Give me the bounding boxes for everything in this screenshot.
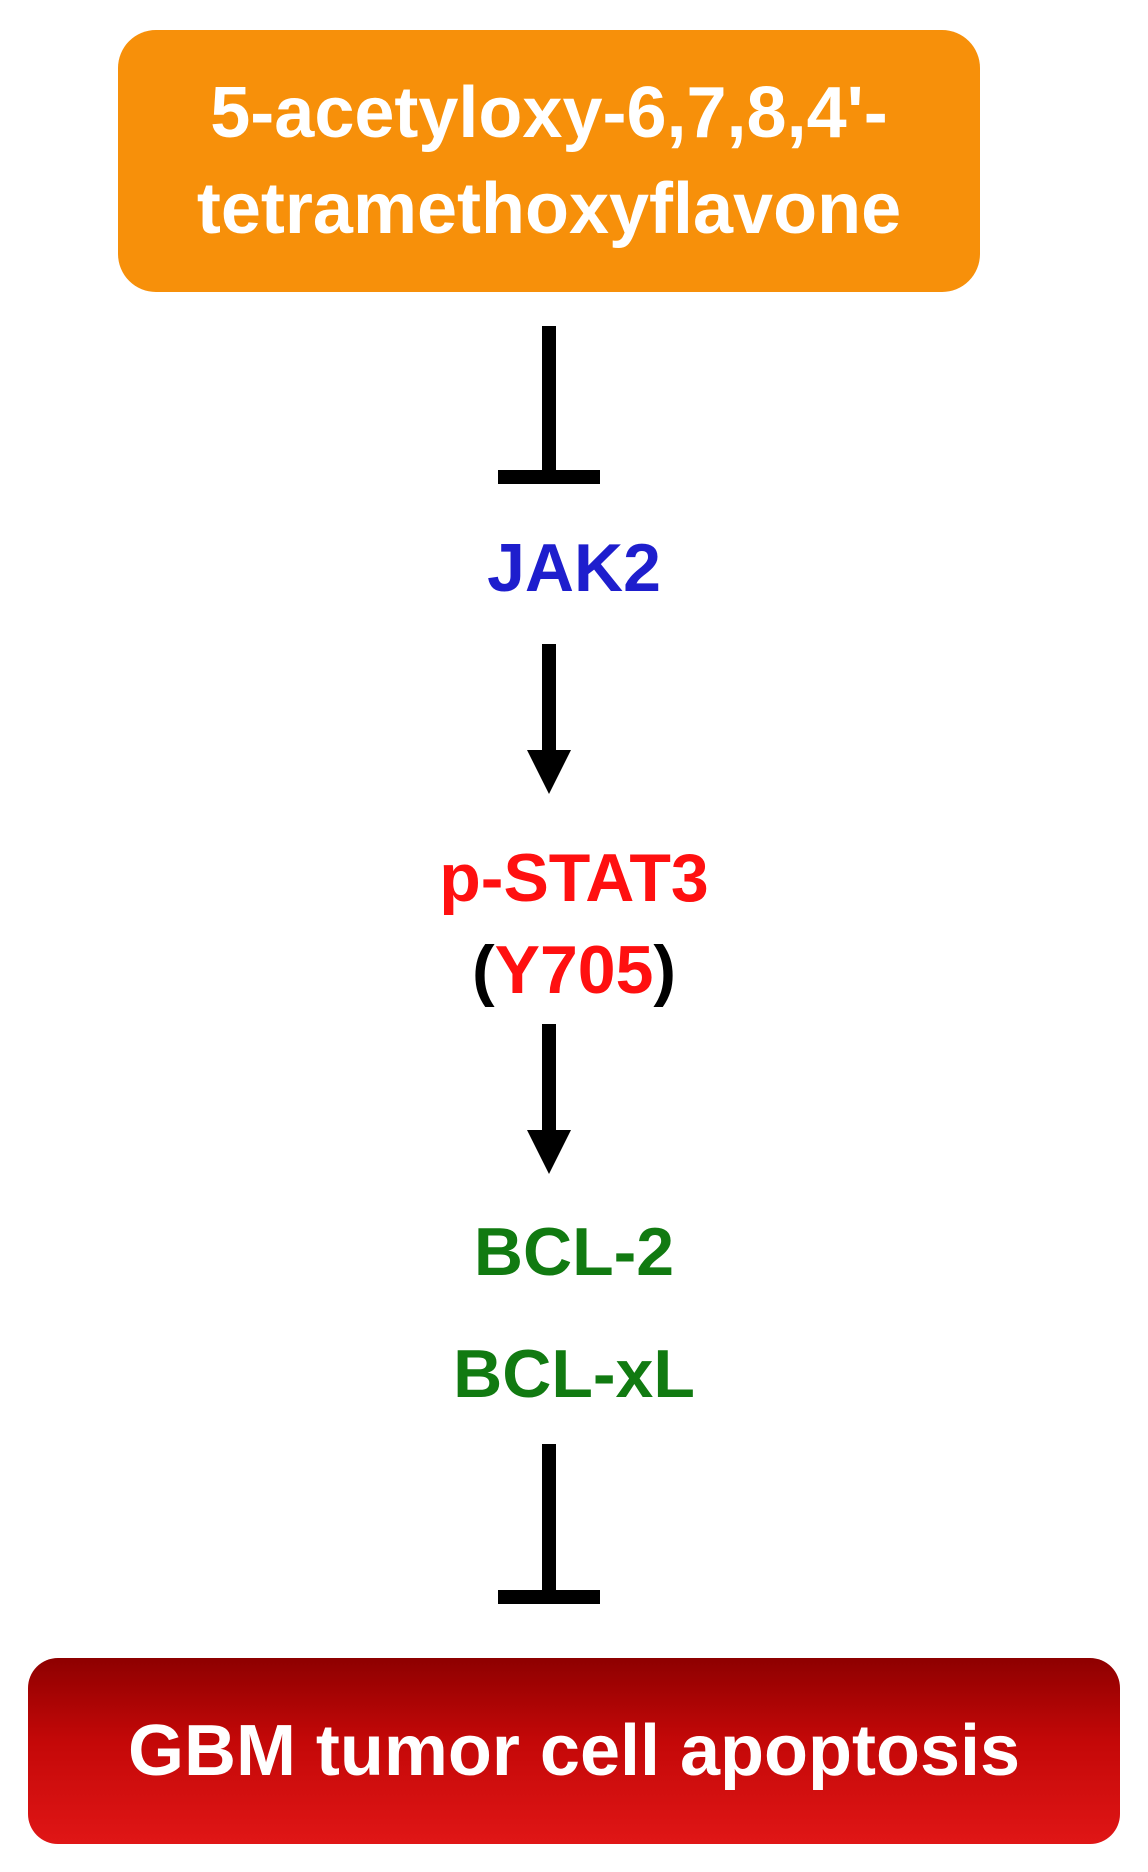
activation-arrow-jak2-pstat3	[527, 644, 571, 794]
inhibition-arrow-compound-jak2	[498, 326, 600, 484]
outcome-box: GBM tumor cell apoptosis	[28, 1658, 1120, 1844]
compound-box: 5-acetyloxy-6,7,8,4'- tetramethoxyflavon…	[118, 30, 980, 292]
node-pstat3: p-STAT3	[439, 840, 709, 916]
node-bcl2: BCL-2	[473, 1214, 675, 1290]
node-bclxl: BCL-xL	[453, 1336, 695, 1412]
outcome-label: GBM tumor cell apoptosis	[127, 1711, 1021, 1791]
open-paren: (	[471, 932, 495, 1008]
activation-arrow-pstat3-bcl2	[527, 1024, 571, 1174]
inhibition-arrow-bclxl-apoptosis	[498, 1444, 600, 1604]
compound-name-line2: tetramethoxyflavone	[196, 169, 902, 249]
close-paren: )	[653, 932, 677, 1008]
site-label: Y705	[494, 932, 654, 1008]
node-jak2: JAK2	[487, 530, 661, 606]
node-pstat3-site: (Y705)	[0, 930, 1148, 1010]
compound-name-line1: 5-acetyloxy-6,7,8,4'-	[210, 73, 888, 153]
